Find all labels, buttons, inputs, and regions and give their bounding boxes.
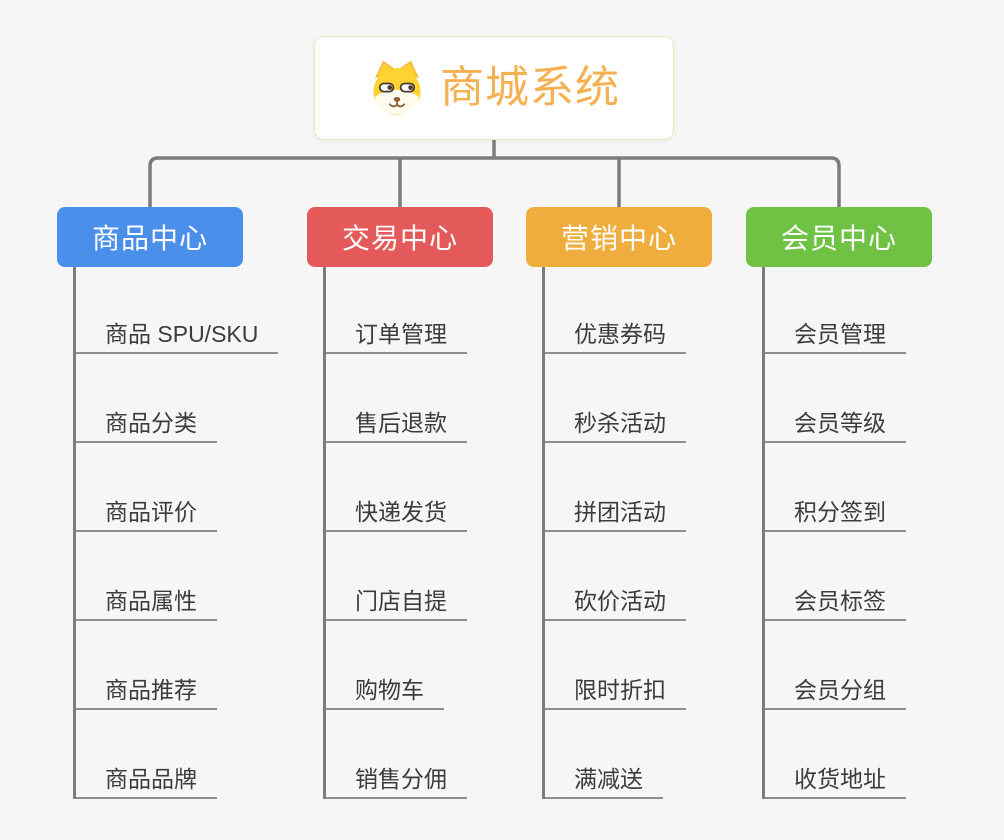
branch-children-column: 订单管理售后退款快递发货门店自提购物车销售分佣 (323, 267, 467, 799)
child-item[interactable]: 会员管理 (765, 267, 906, 354)
child-label: 砍价活动 (574, 587, 666, 614)
child-item[interactable]: 商品分类 (76, 354, 217, 443)
root-title: 商城系统 (440, 63, 620, 112)
child-item[interactable]: 满减送 (545, 710, 663, 799)
child-label: 会员分组 (794, 676, 886, 703)
branch-label: 营销中心 (560, 223, 677, 254)
branch-label: 会员中心 (780, 223, 897, 254)
child-item[interactable]: 商品 SPU/SKU (76, 267, 279, 354)
child-item[interactable]: 快递发货 (326, 443, 467, 532)
child-label: 会员标签 (794, 587, 886, 614)
child-label: 售后退款 (355, 409, 447, 436)
child-item[interactable]: 商品品牌 (76, 710, 217, 799)
child-label: 秒杀活动 (574, 409, 666, 436)
child-label: 商品推荐 (105, 676, 197, 703)
child-item[interactable]: 拼团活动 (545, 443, 686, 532)
branch-children-column: 优惠券码秒杀活动拼团活动砍价活动限时折扣满减送 (542, 267, 686, 799)
branch-node[interactable]: 商品中心 (57, 207, 243, 267)
child-item[interactable]: 商品推荐 (76, 621, 217, 710)
branch-label: 商品中心 (91, 223, 208, 254)
child-item[interactable]: 收货地址 (765, 710, 906, 799)
branch-node[interactable]: 会员中心 (746, 207, 932, 267)
child-item[interactable]: 购物车 (326, 621, 444, 710)
child-label: 订单管理 (355, 320, 447, 347)
child-label: 购物车 (355, 676, 424, 703)
child-label: 限时折扣 (574, 676, 666, 703)
child-label: 商品评价 (105, 498, 197, 525)
child-item[interactable]: 会员标签 (765, 532, 906, 621)
child-item[interactable]: 商品属性 (76, 532, 217, 621)
branch-node[interactable]: 交易中心 (307, 207, 493, 267)
branch-node[interactable]: 营销中心 (526, 207, 712, 267)
child-label: 商品分类 (105, 409, 197, 436)
child-item[interactable]: 门店自提 (326, 532, 467, 621)
branch-label: 交易中心 (341, 223, 458, 254)
child-item[interactable]: 会员分组 (765, 621, 906, 710)
child-item[interactable]: 积分签到 (765, 443, 906, 532)
child-label: 销售分佣 (355, 765, 447, 792)
child-item[interactable]: 秒杀活动 (545, 354, 686, 443)
child-label: 收货地址 (794, 765, 886, 792)
child-label: 积分签到 (794, 498, 886, 525)
child-label: 商品品牌 (105, 765, 197, 792)
child-label: 门店自提 (355, 587, 447, 614)
branch-children-column: 商品 SPU/SKU 商品分类商品评价商品属性商品推荐商品品牌 (73, 267, 279, 799)
child-item[interactable]: 售后退款 (326, 354, 467, 443)
child-label: 商品属性 (105, 587, 197, 614)
child-label: 优惠券码 (574, 320, 666, 347)
child-label: 会员管理 (794, 320, 886, 347)
child-label: 拼团活动 (574, 498, 666, 525)
branch-children-column: 会员管理会员等级积分签到会员标签会员分组收货地址 (762, 267, 906, 799)
child-label: 会员等级 (794, 409, 886, 436)
child-item[interactable]: 限时折扣 (545, 621, 686, 710)
child-item[interactable]: 订单管理 (326, 267, 467, 354)
child-item[interactable]: 砍价活动 (545, 532, 686, 621)
child-item[interactable]: 会员等级 (765, 354, 906, 443)
root-node[interactable]: 商城系统 (314, 36, 674, 140)
branch-bus-line (148, 156, 841, 207)
shiba-dog-icon (373, 60, 421, 116)
child-label: 满减送 (574, 765, 643, 792)
child-item[interactable]: 优惠券码 (545, 267, 686, 354)
child-label: 商品 SPU/SKU (105, 320, 259, 347)
child-label: 快递发货 (355, 498, 447, 525)
child-item[interactable]: 销售分佣 (326, 710, 467, 799)
child-item[interactable]: 商品评价 (76, 443, 217, 532)
